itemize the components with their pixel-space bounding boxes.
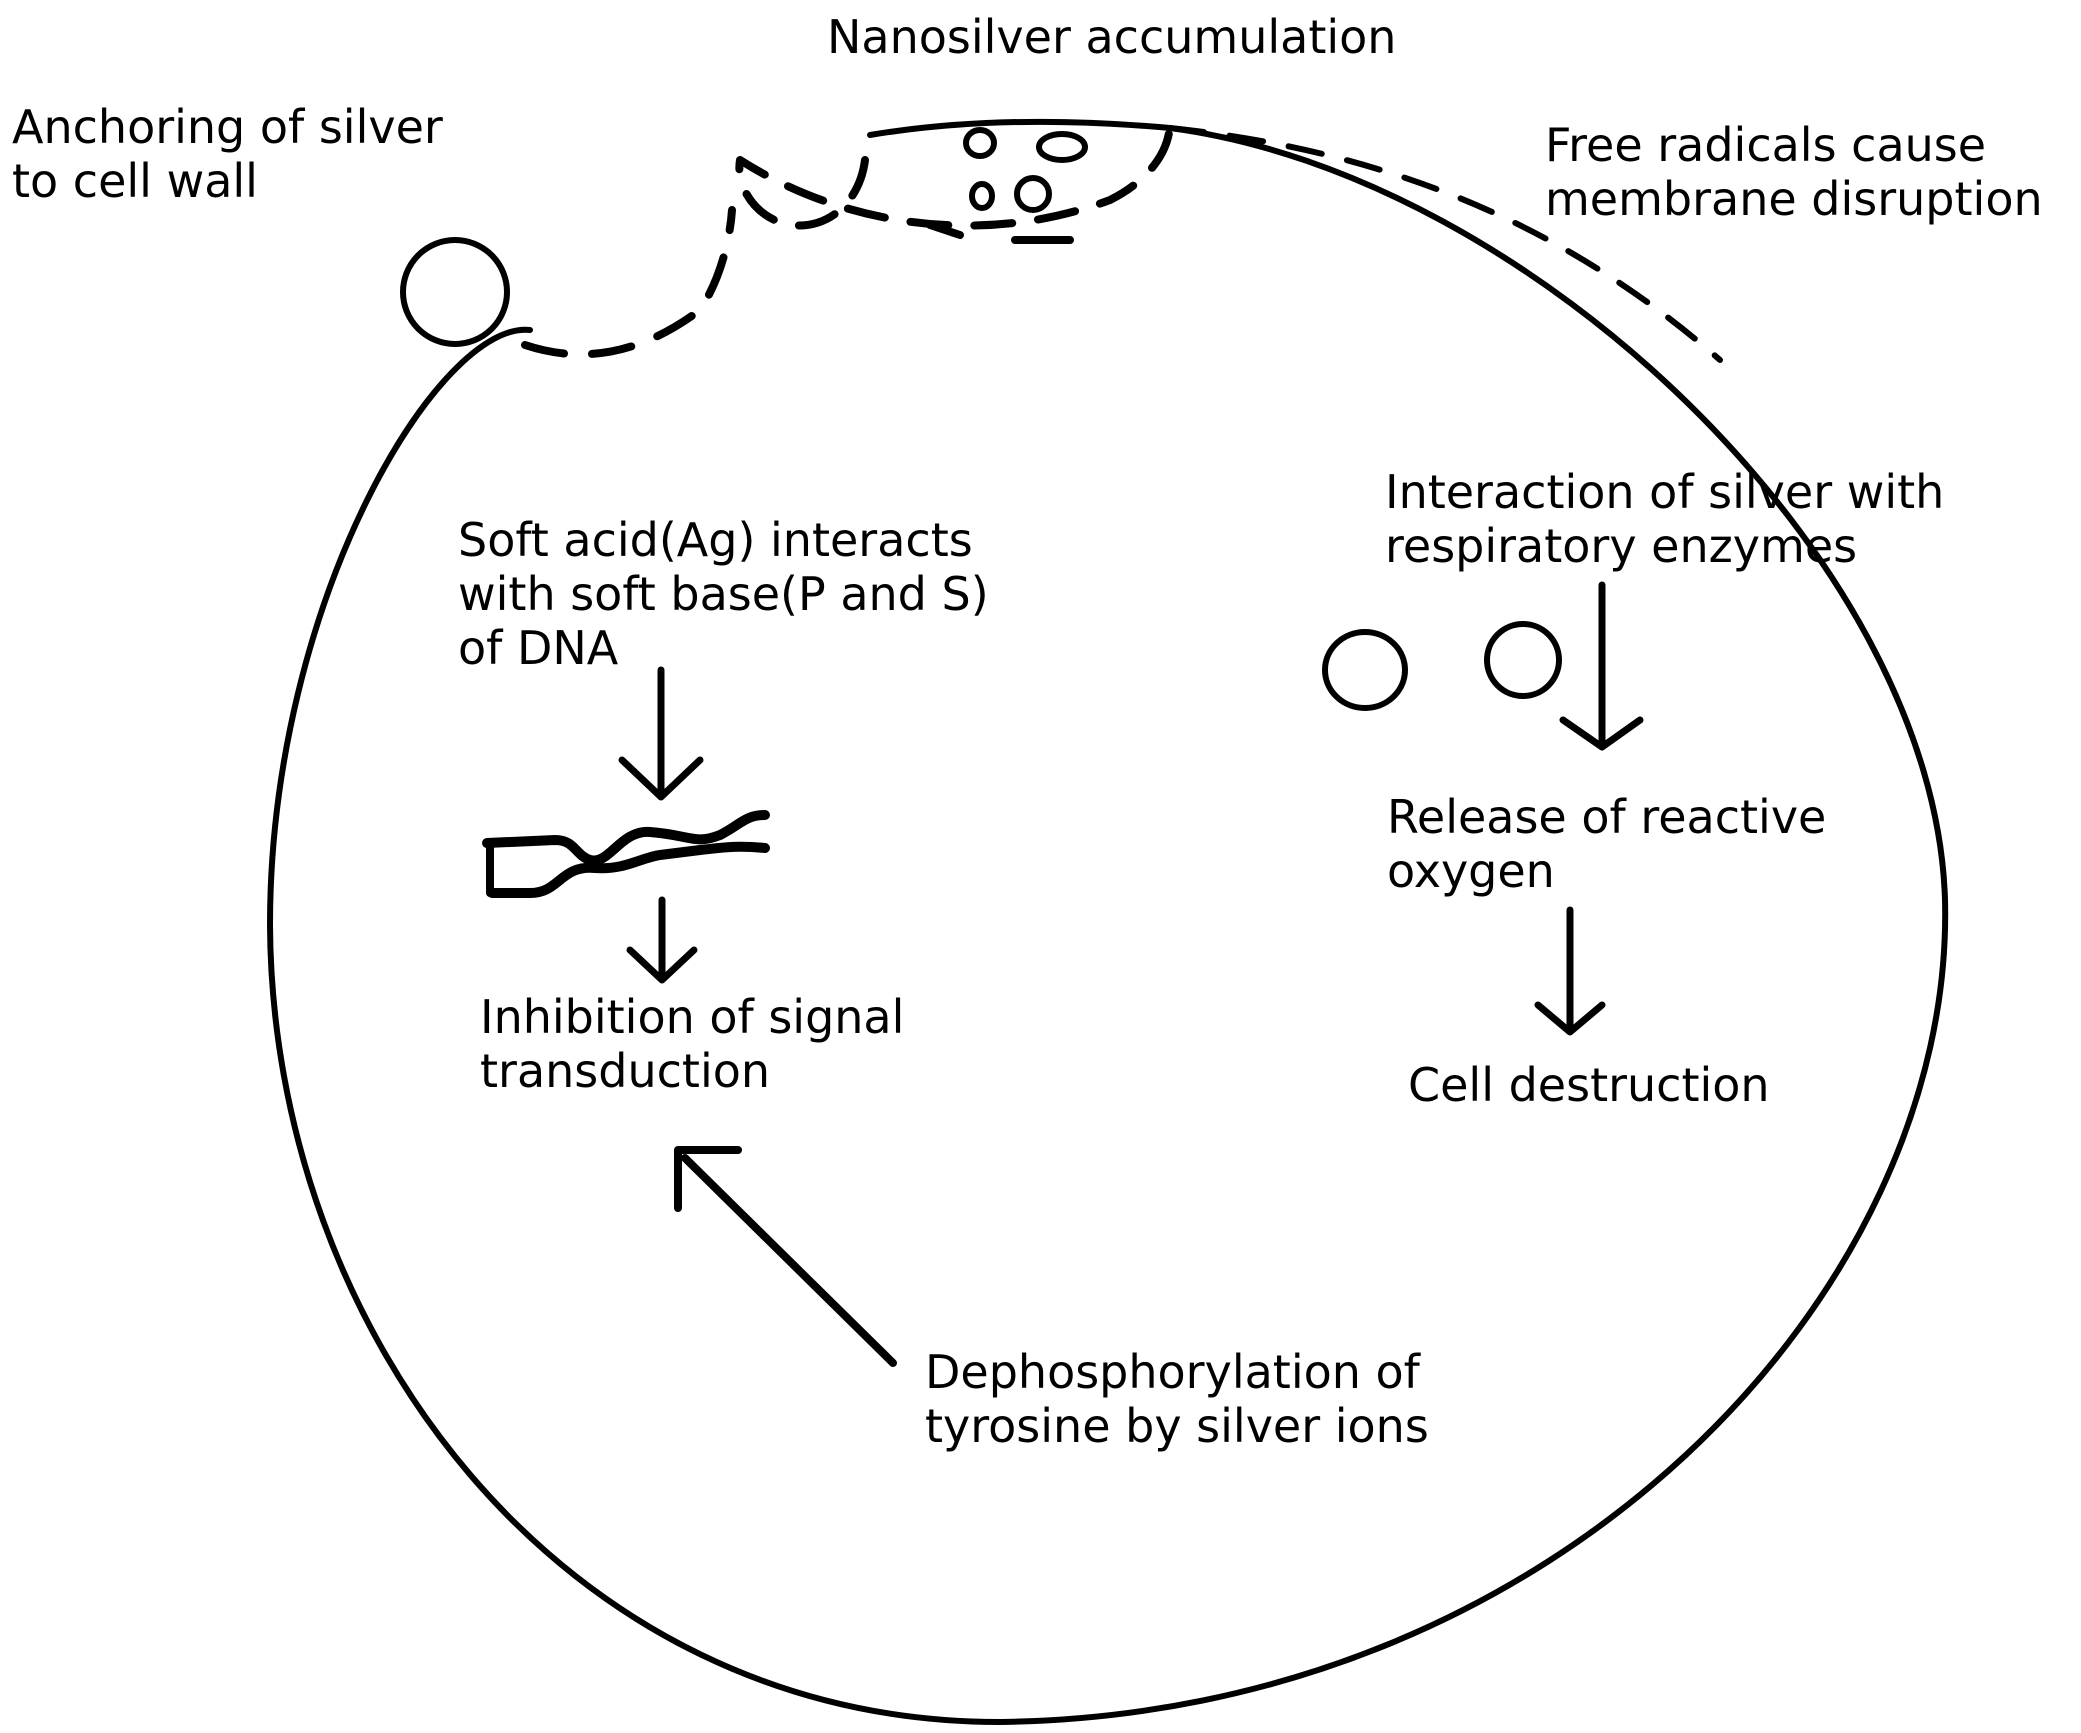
free-radicals-label-line1: Free radicals cause xyxy=(1545,118,1987,172)
anchoring-label-line1: Anchoring of silver xyxy=(12,100,443,154)
interaction-label-line1: Interaction of silver with xyxy=(1385,465,1945,519)
interaction-label-line2: respiratory enzymes xyxy=(1385,519,1858,573)
interaction-label: Interaction of silver with respiratory e… xyxy=(1385,465,1944,573)
soft-acid-label-line2: with soft base(P and S) xyxy=(458,567,989,621)
release-label-line2: oxygen xyxy=(1387,844,1555,898)
inhibition-label-line2: transduction xyxy=(480,1044,771,1098)
cell-membrane-circle xyxy=(267,125,1949,1725)
arrow-icon xyxy=(674,1146,897,1367)
free-radicals-label: Free radicals cause membrane disruption xyxy=(1545,118,2043,226)
disrupted-membrane-dashed xyxy=(1167,125,1723,363)
arrow-icon xyxy=(618,666,704,801)
free-radicals-label-line2: membrane disruption xyxy=(1545,172,2043,226)
dephosphorylation-label-line1: Dephosphorylation of xyxy=(925,1345,1420,1399)
cell-membrane-upper-arc xyxy=(867,118,1173,138)
anchoring-label-line2: to cell wall xyxy=(12,154,258,208)
inhibition-label-line1: Inhibition of signal xyxy=(480,990,905,1044)
dephosphorylation-label: Dephosphorylation of tyrosine by silver … xyxy=(925,1345,1429,1453)
arrow-icon xyxy=(1559,581,1644,751)
soft-acid-label-line1: Soft acid(Ag) interacts xyxy=(458,513,973,567)
anchoring-pocket-dashed xyxy=(521,206,736,359)
dna-strand-icon xyxy=(482,810,770,898)
release-label: Release of reactive oxygen xyxy=(1387,790,1826,898)
anchoring-label: Anchoring of silver to cell wall xyxy=(12,100,443,208)
dephosphorylation-label-line2: tyrosine by silver ions xyxy=(925,1399,1429,1453)
cell-destruction-label: Cell destruction xyxy=(1408,1058,1770,1112)
nanosilver-pocket-dashed xyxy=(735,118,1174,230)
inhibition-label: Inhibition of signal transduction xyxy=(480,990,904,1098)
nanosilver-cluster-icon xyxy=(735,118,1174,244)
arrow-icon xyxy=(626,896,698,984)
silver-particle-icon xyxy=(1322,629,1408,711)
nanosilver-accumulation-label: Nanosilver accumulation xyxy=(827,10,1397,64)
silver-particle-icon xyxy=(400,237,510,347)
silver-particle-icon xyxy=(1484,621,1562,699)
soft-acid-label: Soft acid(Ag) interacts with soft base(P… xyxy=(458,513,989,675)
release-label-line1: Release of reactive xyxy=(1387,790,1827,844)
soft-acid-label-line3: of DNA xyxy=(458,621,619,675)
arrow-icon xyxy=(1534,906,1606,1036)
